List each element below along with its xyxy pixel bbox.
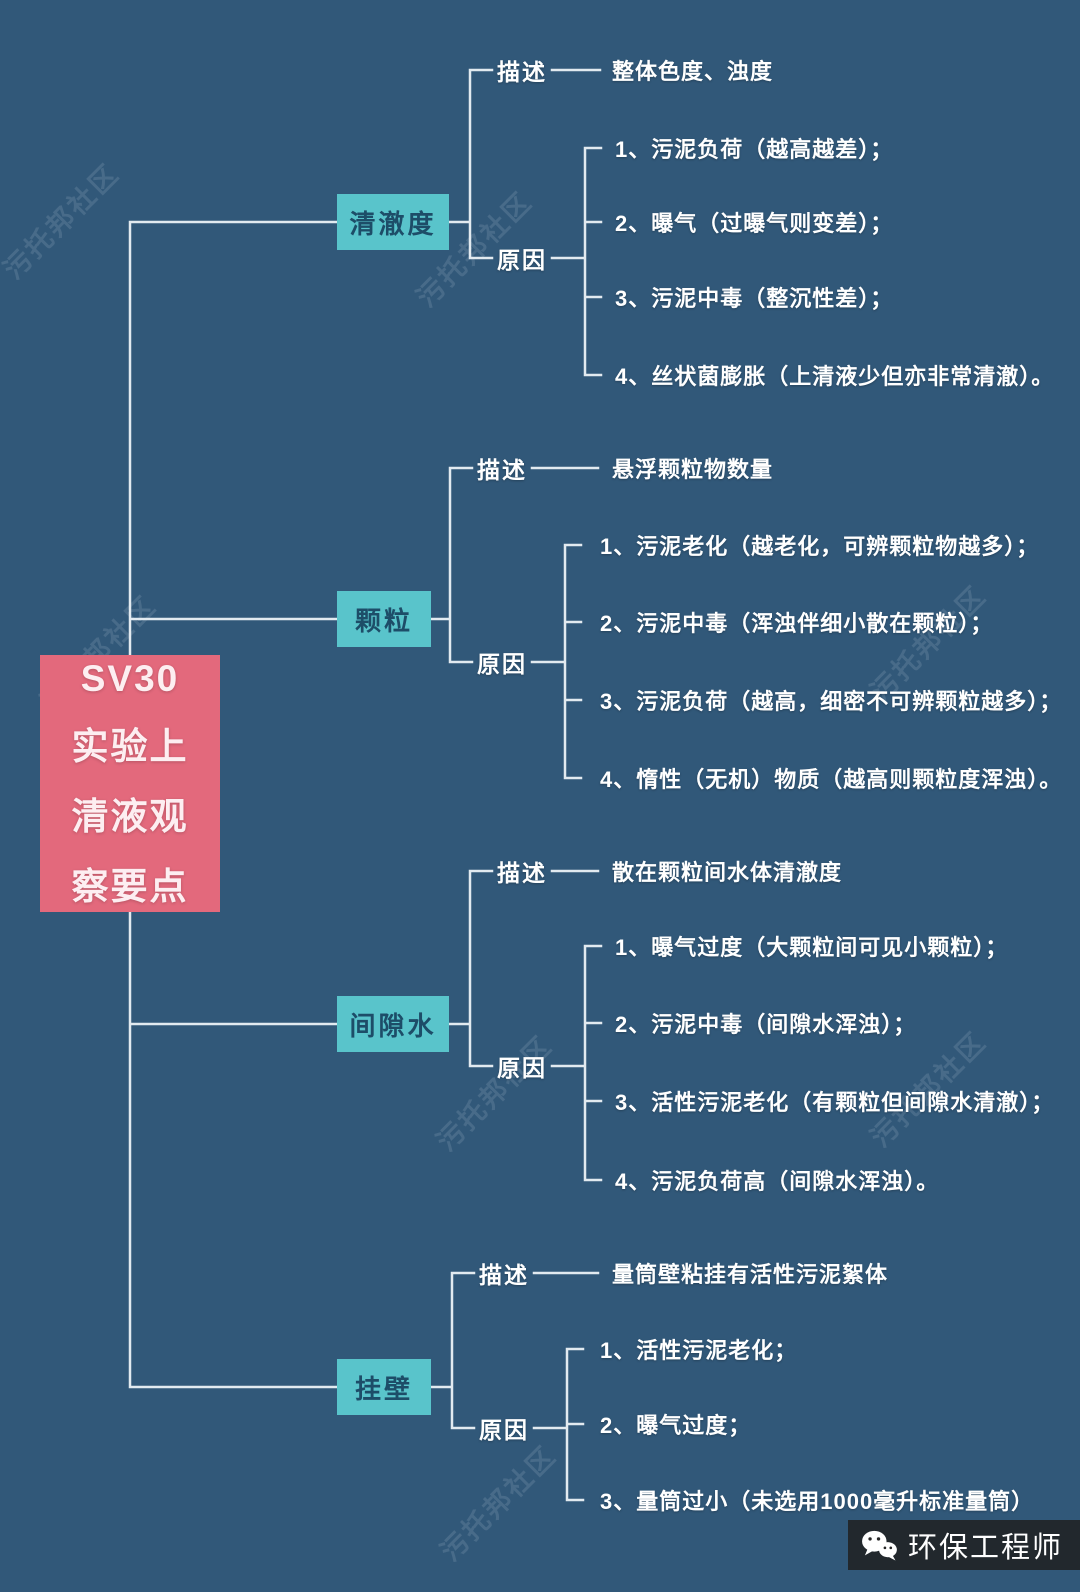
reason-item: 3、污泥负荷（越高，细密不可辨颗粒越多）； <box>600 689 1063 714</box>
desc-text: 悬浮颗粒物数量 <box>612 457 774 482</box>
reason-item: 2、污泥中毒（浑浊伴细小散在颗粒）； <box>600 611 994 636</box>
root-node: SV30 实验上 清液观 察要点 <box>40 655 220 912</box>
reason-item: 1、曝气过度（大颗粒间可见小颗粒）； <box>615 935 1009 960</box>
desc-label: 描述 <box>497 860 547 886</box>
wechat-icon <box>860 1529 898 1561</box>
reason-item: 2、污泥中毒（间隙水浑浊）； <box>615 1012 917 1037</box>
desc-label: 描述 <box>477 457 527 483</box>
branch-node-particles: 颗粒 <box>337 591 431 647</box>
publisher-name: 环保工程师 <box>908 1532 1064 1564</box>
desc-label: 描述 <box>497 59 547 85</box>
root-line-1: SV30 <box>80 657 180 699</box>
desc-label: 描述 <box>479 1262 529 1288</box>
reason-item: 1、污泥负荷（越高越差）； <box>615 137 894 162</box>
reason-item: 2、曝气过度； <box>600 1413 752 1438</box>
reason-label: 原因 <box>477 651 527 677</box>
branch-node-interstitial-water: 间隙水 <box>337 996 449 1052</box>
root-line-4: 察要点 <box>71 865 189 907</box>
branch-node-clarity: 清澈度 <box>337 194 449 250</box>
branch3-connectors <box>447 869 603 1182</box>
publisher-banner: 环保工程师 <box>848 1520 1080 1570</box>
reason-item: 3、活性污泥老化（有颗粒但间隙水清澈）； <box>615 1090 1055 1115</box>
branch4-connectors <box>429 1271 600 1502</box>
reason-item: 3、污泥中毒（整沉性差）； <box>615 286 894 311</box>
desc-text: 量筒壁粘挂有活性污泥絮体 <box>612 1262 889 1287</box>
reason-item: 1、活性污泥老化； <box>600 1338 798 1363</box>
reason-item: 4、惰性（无机）物质（越高则颗粒度浑浊）。 <box>600 767 1063 792</box>
desc-text: 整体色度、浊度 <box>612 59 774 84</box>
reason-item: 4、丝状菌膨胀（上清液少但亦非常清澈）。 <box>615 364 1055 389</box>
branch-node-wall-adhesion: 挂壁 <box>337 1359 431 1415</box>
reason-label: 原因 <box>497 1055 547 1081</box>
reason-label: 原因 <box>479 1417 529 1443</box>
reason-item: 3、量筒过小（未选用1000毫升标准量筒） <box>600 1489 1035 1514</box>
root-line-2: 实验上 <box>71 725 189 767</box>
reason-item: 2、曝气（过曝气则变差）； <box>615 211 894 236</box>
desc-text: 散在颗粒间水体清澈度 <box>612 860 843 885</box>
branch2-connectors <box>429 466 600 780</box>
reason-label: 原因 <box>497 247 547 273</box>
reason-item: 4、污泥负荷高（间隙水浑浊）。 <box>615 1169 940 1194</box>
branch1-connectors <box>447 68 603 377</box>
root-line-3: 清液观 <box>71 795 189 837</box>
reason-item: 1、污泥老化（越老化，可辨颗粒物越多）； <box>600 534 1040 559</box>
